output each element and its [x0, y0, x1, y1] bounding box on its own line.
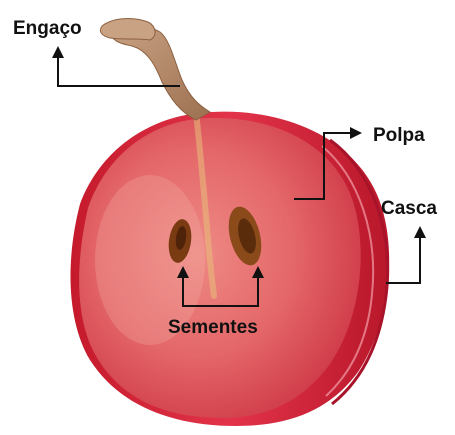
skin-label: Casca: [381, 199, 437, 218]
pulp-arrow-head: [350, 127, 362, 139]
pulp-label: Polpa: [373, 126, 425, 145]
stem-arrow-head: [52, 46, 64, 58]
grape-stem: [110, 27, 210, 120]
skin-arrow-line: [386, 236, 420, 283]
stem-tip: [100, 19, 155, 40]
skin-arrow-head: [414, 226, 426, 238]
seeds-label: Sementes: [168, 318, 258, 337]
stem-label: Engaço: [13, 19, 82, 38]
